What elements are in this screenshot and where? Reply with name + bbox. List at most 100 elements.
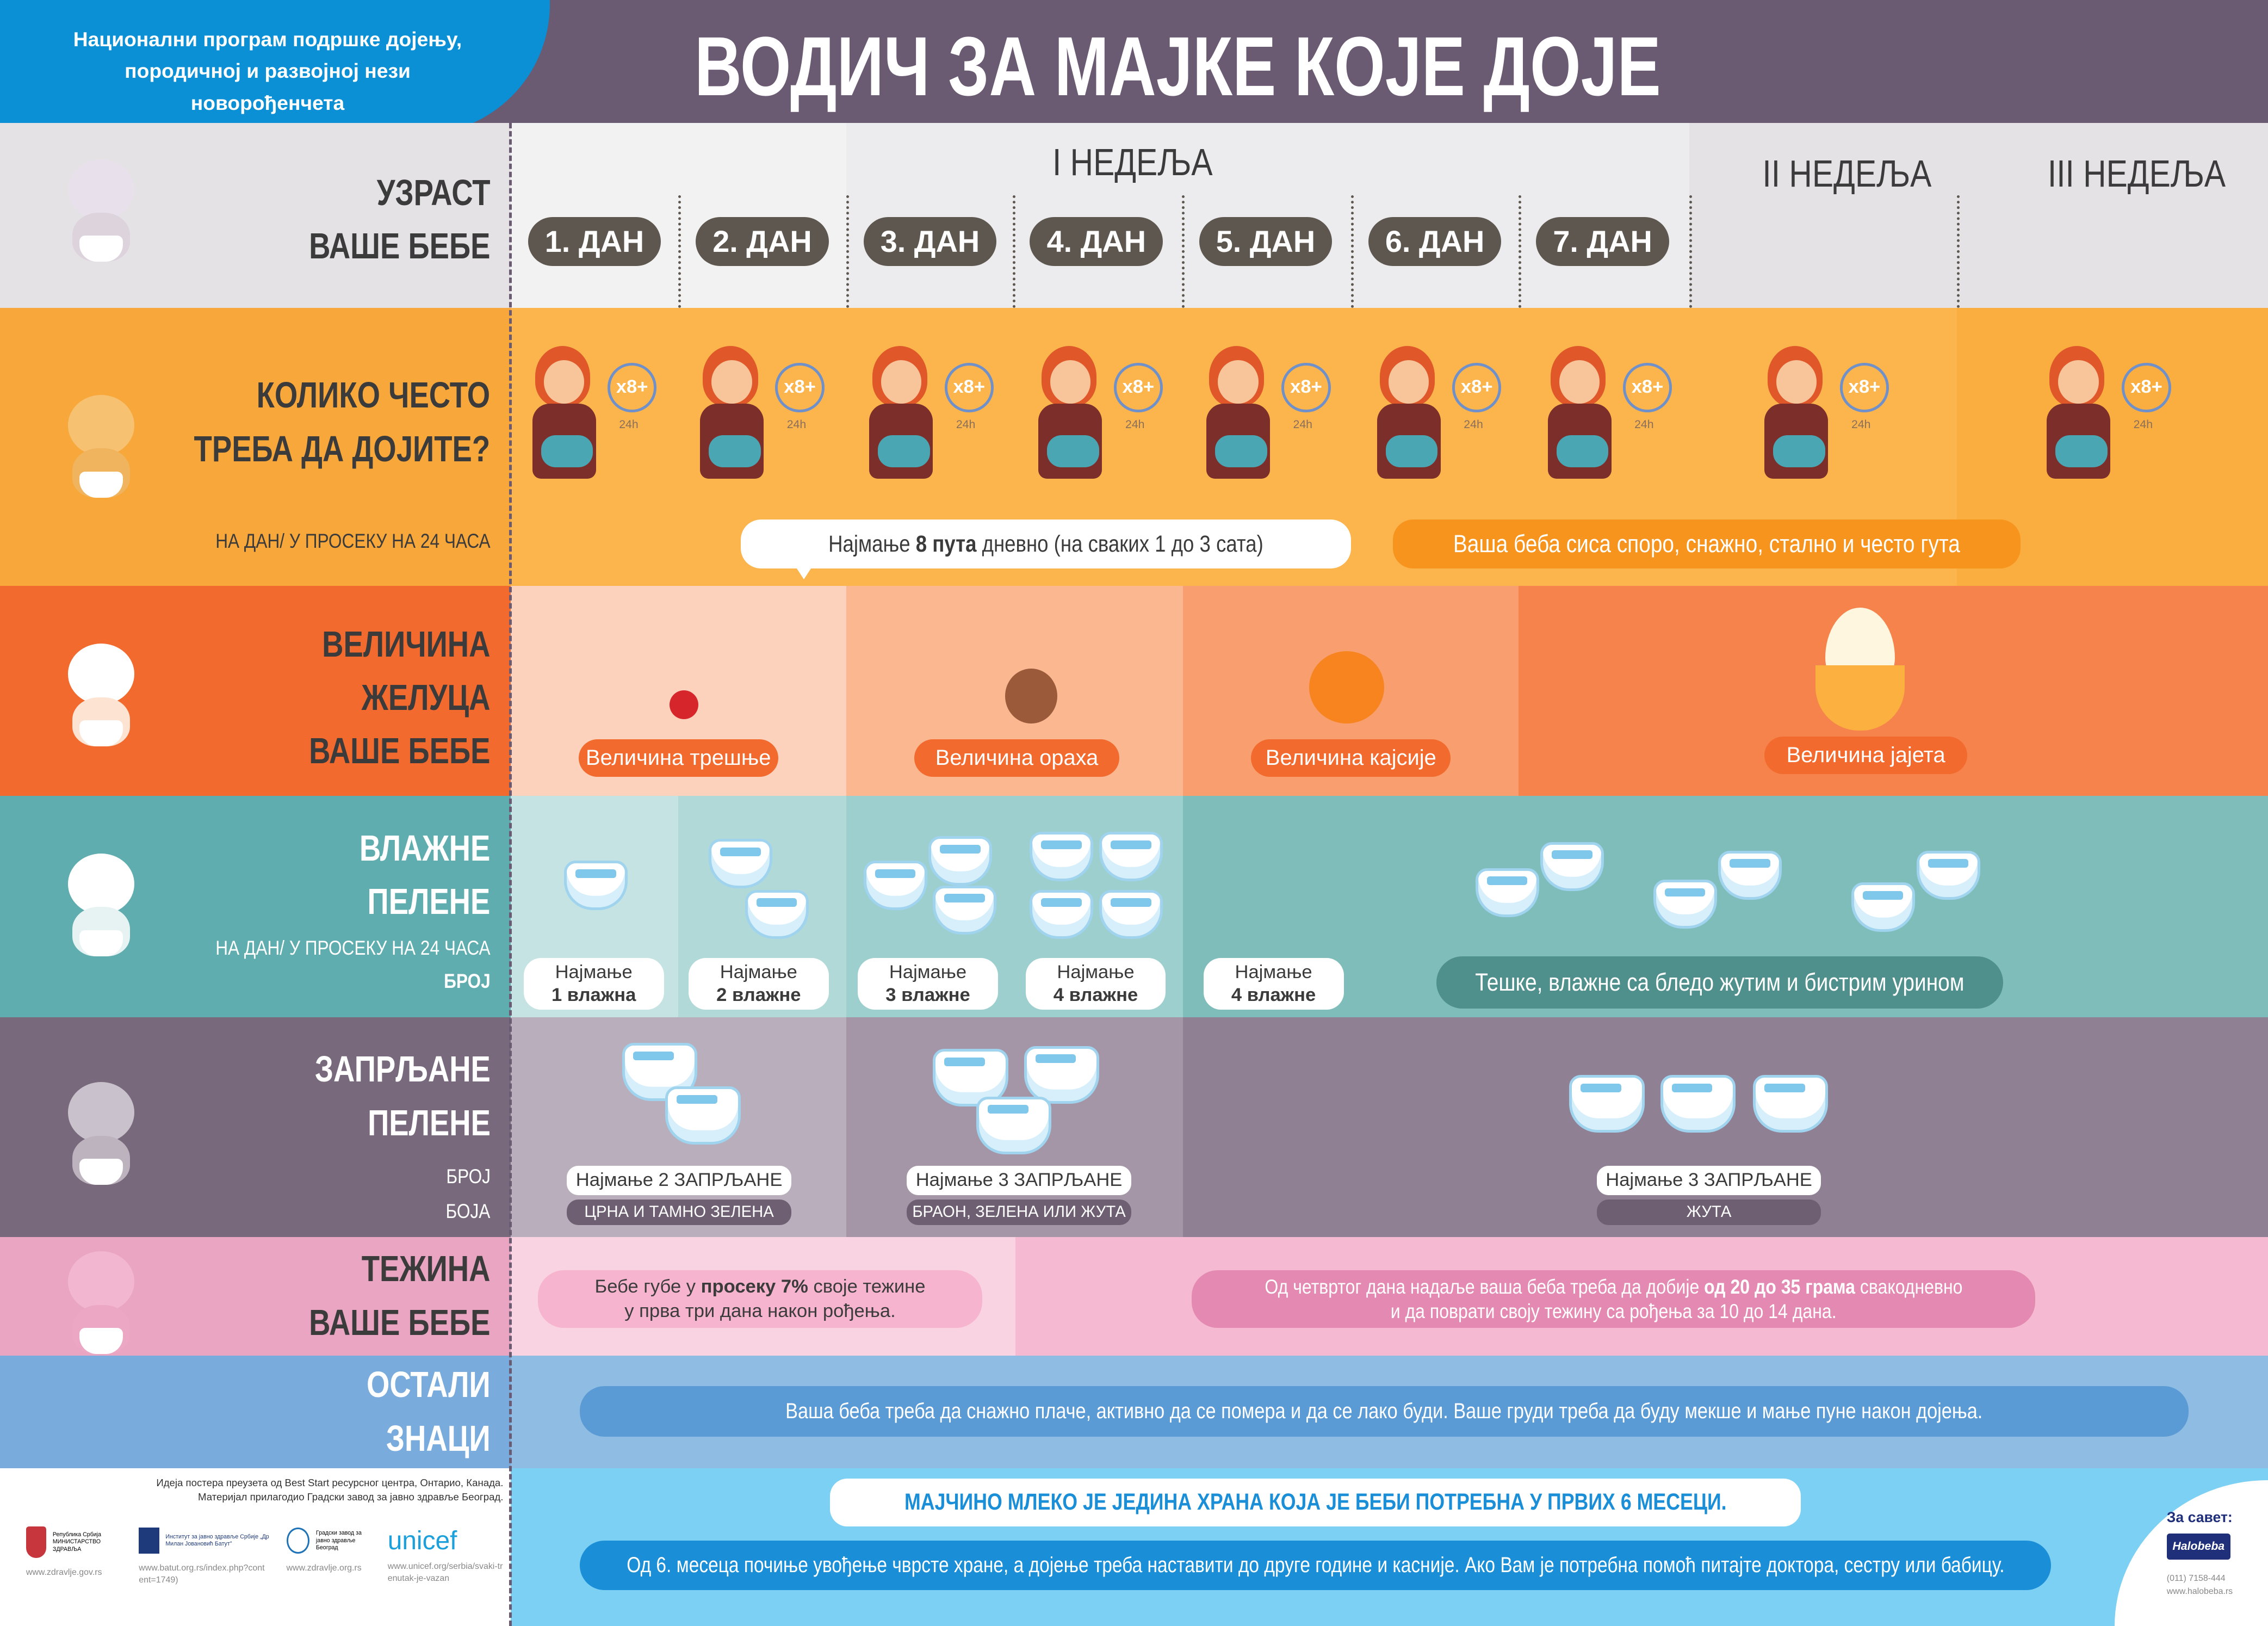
wet-diaper-icon [1851, 882, 1916, 932]
credits: Идеја постера преузета од Best Start рес… [156, 1476, 504, 1503]
breastfeeding-mother-icon: x8+24h [2047, 345, 2177, 491]
day-divider [1012, 195, 1015, 308]
breastfeeding-mother-icon: x8+24h [1547, 345, 1678, 491]
wet-diaper-icon [933, 885, 997, 935]
feeding-note-bubble: Најмање 8 пута дневно (на сваких 1 до 3 … [740, 519, 1351, 579]
dirty-diaper-icon [1569, 1074, 1645, 1133]
page-title: ВОДИЧ ЗА МАЈКЕ КОЈЕ ДОЈЕ [694, 19, 1661, 114]
wet-diaper-icon [1653, 879, 1717, 929]
wet-diaper-icon [709, 839, 773, 888]
program-text: Национални програм подршке дојењу, пород… [73, 27, 462, 114]
dirty-diaper-icon [622, 1043, 697, 1101]
day-badge: 3. ДАН [863, 217, 997, 267]
day-badge: 5. ДАН [1199, 217, 1333, 267]
day-badge: 7. ДАН [1536, 217, 1669, 267]
apricot-size-label: Величина кајсије [1251, 739, 1451, 777]
day-divider [678, 195, 681, 308]
wet-diaper-icon [1718, 850, 1782, 900]
wet-diaper-icon [1030, 889, 1094, 939]
dirty-color-label: БРАОН, ЗЕЛЕНА ИЛИ ЖУТА [907, 1199, 1131, 1226]
footer: Идеја постера преузета од Best Start рес… [0, 1468, 2268, 1626]
wet-diaper-icon [1916, 850, 1980, 900]
serbia-coat-of-arms-icon [26, 1526, 47, 1559]
header: Национални програм подршке дојењу, пород… [0, 0, 2268, 135]
hours-label: 24h [786, 417, 807, 431]
halobeba-website[interactable]: www.halobeba.rs [2166, 1586, 2233, 1596]
hours-label: 24h [1293, 417, 1312, 431]
dirty-diaper-icon [665, 1086, 741, 1145]
day-badge: 6. ДАН [1368, 217, 1502, 267]
wet-diaper-icon [564, 861, 628, 910]
bunny-mascot-icon [51, 846, 152, 962]
hours-label: 24h [619, 417, 639, 431]
dirty-sub-count: БРОЈ [445, 1164, 491, 1188]
dirty-count-label: Најмање 3 ЗАПРЉАНЕ [907, 1166, 1131, 1195]
week1-label: I НЕДЕЉА [1052, 140, 1213, 183]
egg-size-label: Величина јајета [1764, 736, 1967, 774]
feeding-count-badge: x8+ [944, 363, 994, 412]
wet-sub: НА ДАН/ У ПРОСЕКУ НА 24 ЧАСА [215, 936, 491, 959]
feeding-count-badge: x8+ [775, 363, 825, 412]
halobeba-phone: (011) 7158-444 [2166, 1573, 2226, 1583]
dirty-diaper-icon [1753, 1074, 1829, 1133]
hours-label: 24h [1464, 417, 1483, 431]
batut-emblem-icon [139, 1528, 159, 1554]
solid-food-message: Од 6. месеца почиње увођење чврсте хране… [580, 1541, 2052, 1590]
day-divider [1519, 195, 1522, 308]
week3-label: III НЕДЕЉА [2048, 152, 2226, 195]
advice-label: За савет: [2166, 1508, 2233, 1525]
breastmilk-message: МАЈЧИНО МЛЕКО ЈЕ ЈЕДИНА ХРАНА КОЈА ЈЕ БЕ… [830, 1478, 1801, 1526]
feeding-sign-bubble: Ваша беба сиса споро, снажно, стално и ч… [1393, 519, 2021, 569]
city-institute-emblem-icon [286, 1528, 310, 1554]
breastfeeding-mother-icon: x8+24h [1377, 345, 1507, 491]
walnut-icon [1005, 668, 1058, 724]
wet-diaper-icon [1475, 868, 1539, 918]
walnut-size-label: Величина ораха [914, 739, 1120, 777]
breastfeeding-mother-icon: x8+24h [869, 345, 999, 491]
feeding-count-badge: x8+ [1113, 363, 1163, 412]
hours-label: 24h [956, 417, 976, 431]
hours-label: 24h [2133, 417, 2153, 431]
feeding-sub: НА ДАН/ У ПРОСЕКУ НА 24 ЧАСА [215, 529, 491, 553]
wet-sub-count: БРОЈ [443, 969, 491, 992]
week2-label: II НЕДЕЉА [1762, 152, 1931, 195]
halobeba-logo[interactable]: Halobeba [2166, 1533, 2230, 1560]
wet-note-bubble: Тешке, влажне са бледо жутим и бистрим у… [1436, 956, 2004, 1009]
wet-diaper-icon [1030, 832, 1094, 881]
breastfeeding-mother-icon: x8+24h [532, 345, 662, 491]
breastfeeding-mother-icon: x8+24h [1206, 345, 1336, 491]
breastfeeding-mother-icon: x8+24h [1038, 345, 1168, 491]
batut-logo[interactable]: Институт за јавно здравље Србије „Др Мил… [139, 1526, 276, 1586]
day-badge: 2. ДАН [696, 217, 829, 267]
breastfeeding-mother-icon: x8+24h [1764, 345, 1894, 491]
apricot-icon [1309, 651, 1385, 724]
day-divider [1181, 195, 1185, 308]
wet-diaper-icon [1540, 842, 1604, 892]
wet-diaper-icon [863, 861, 927, 910]
wet-diaper-icon [928, 836, 993, 886]
feeding-count-badge: x8+ [1839, 363, 1889, 412]
breastfeeding-mother-icon: x8+24h [700, 345, 830, 491]
